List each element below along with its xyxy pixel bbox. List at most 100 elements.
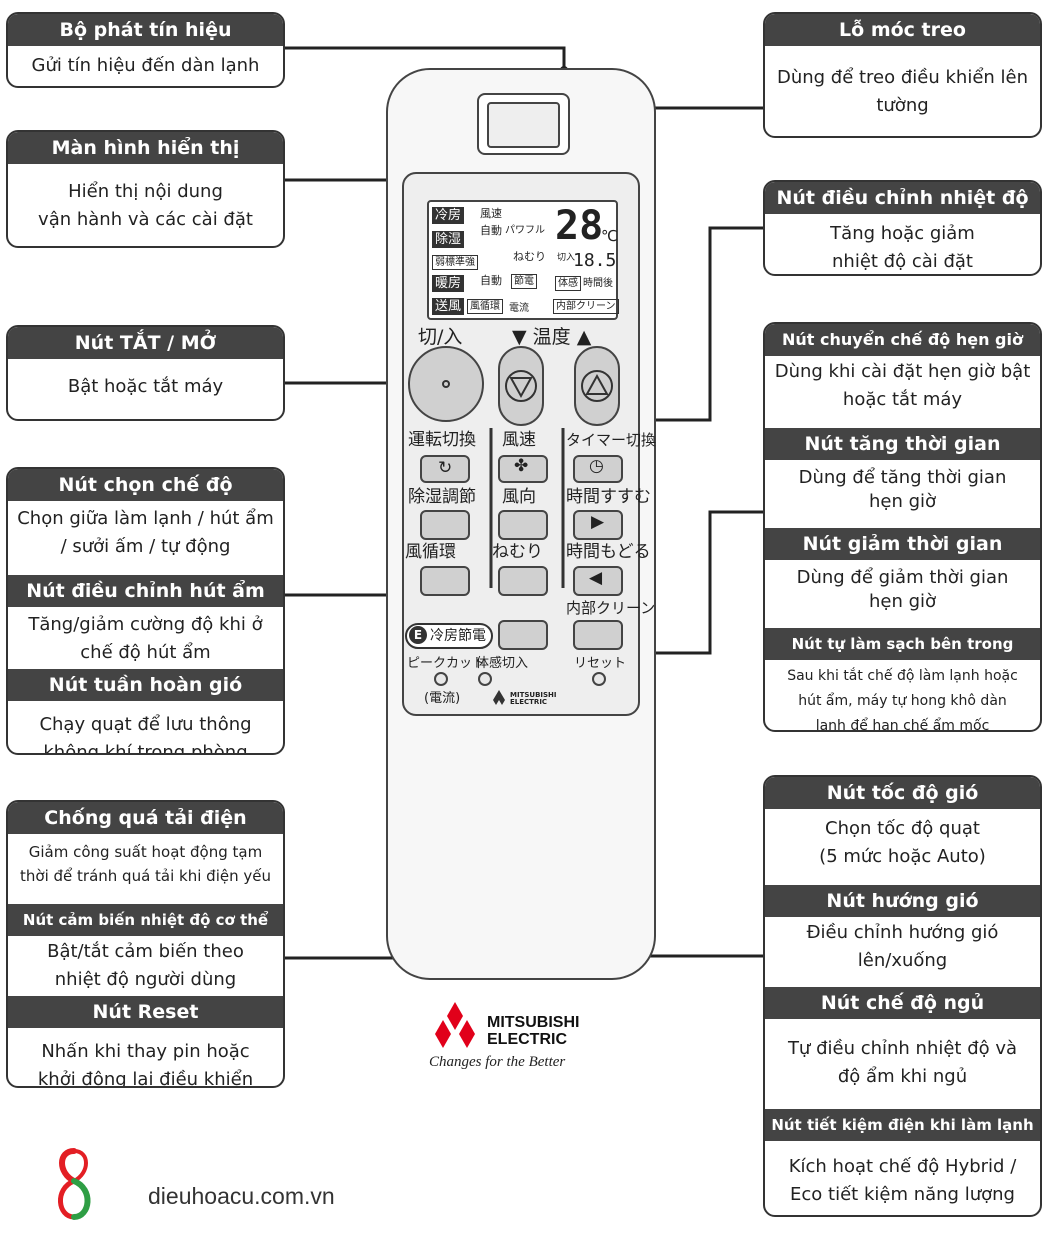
play-left-icon: ◀	[589, 568, 603, 588]
eco-cool-button[interactable]	[498, 620, 548, 650]
dehum-button[interactable]	[420, 510, 470, 540]
lcd-current: 電流	[509, 303, 529, 314]
callout-title-circulation: Nút tuần hoàn gió	[8, 669, 283, 701]
mitsubishi-logo: MITSUBISHI ELECTRIC Changes for the Bett…	[425, 1000, 605, 1080]
mini-diamond-logo-icon	[493, 690, 505, 705]
power-dot-icon	[442, 380, 450, 388]
peak-cut-label: ピークカット	[407, 656, 486, 671]
mini-brand-text: MITSUBISHI ELECTRIC	[510, 691, 557, 706]
clock-icon: ◷	[589, 456, 604, 476]
lcd-inner-clean: 内部クリーン	[553, 299, 619, 314]
direction-button-label: 風向	[502, 487, 536, 507]
callout-group-fan: Nút tốc độ gió Chọn tốc độ quạt(5 mức ho…	[763, 775, 1042, 1217]
triangle-down-icon	[505, 370, 537, 402]
mode-button[interactable]	[420, 455, 470, 483]
callout-title: Nút điều chỉnh nhiệt độ	[765, 182, 1040, 214]
panel-divider-left	[489, 428, 493, 588]
callout-desc-fan-speed: Chọn tốc độ quạt(5 mức hoặc Auto)	[819, 818, 986, 867]
fan-button-label: 風速	[502, 430, 536, 450]
lcd-off-on: 切入	[557, 253, 576, 263]
lcd-mode-weak: 弱標準強	[432, 255, 478, 270]
mode-cycle-icon: ↻	[438, 458, 453, 478]
line-giam-tg	[604, 510, 763, 655]
callout-title: Nút TẮT / MỞ	[8, 327, 283, 359]
lcd-fan-speed: 風速	[480, 207, 502, 220]
panel-divider-right	[561, 428, 565, 588]
direction-button[interactable]	[498, 510, 548, 540]
inner-clean-button[interactable]	[573, 620, 623, 650]
callout-title-mode: Nút chọn chế độ	[8, 469, 283, 501]
sleep-button[interactable]	[498, 566, 548, 596]
brand-name-line1: MITSUBISHI	[487, 1014, 580, 1031]
lcd-circ: 風循環	[467, 299, 503, 314]
callout-title-fan-speed: Nút tốc độ gió	[765, 777, 1040, 809]
site-logo-icon	[58, 1148, 91, 1220]
sleep-button-label: ねむり	[492, 542, 543, 562]
power-button-label: 切/入	[418, 326, 463, 348]
lcd-body: 体感	[555, 276, 581, 291]
lcd-mode-heat: 暖房	[432, 275, 465, 292]
circulation-button[interactable]	[420, 566, 470, 596]
lcd-timer-value: 18.5	[573, 250, 617, 271]
eco-button-label: 冷房節電	[430, 628, 486, 644]
temp-button-label: ▼ 温度 ▲	[512, 326, 592, 348]
reset-label: リセット	[574, 656, 627, 671]
callout-title-clean: Nút tự làm sạch bên trong	[765, 628, 1040, 660]
timer-button-label: タイマー切換	[566, 431, 657, 449]
lcd-hours-after: 時間後	[583, 278, 613, 289]
play-right-icon: ▶	[591, 512, 605, 532]
timer-mode-button[interactable]	[573, 455, 623, 483]
peak-cut-button[interactable]	[434, 672, 448, 686]
callout-title-body-sensor: Nút cảm biến nhiệt độ cơ thể	[8, 904, 283, 936]
callout-title-eco: Nút tiết kiệm điện khi làm lạnh	[765, 1109, 1040, 1141]
callout-title-dehum: Nút điều chỉnh hút ẩm	[8, 575, 283, 607]
three-diamonds-logo-icon	[435, 1002, 475, 1048]
callout-title-overload: Chống quá tải điện	[8, 802, 283, 834]
triangle-up-icon	[581, 370, 613, 402]
brand-name-line2: ELECTRIC	[487, 1031, 567, 1048]
time-down-button[interactable]	[573, 566, 623, 596]
callout-title-direction: Nút hướng gió	[765, 885, 1040, 917]
lcd-screen: 冷房 除湿 弱標準強 暖房 送風 風速 自動 パワフル ねむり 自動 節電 風循…	[427, 200, 619, 320]
callout-title-time-up: Nút tăng thời gian	[765, 428, 1040, 460]
body-sensor-button[interactable]	[478, 672, 492, 686]
fan-speed-button[interactable]	[498, 455, 548, 483]
callout-desc-mode: Chọn giữa làm lạnh / hút ẩm/ sưởi ấm / t…	[17, 508, 274, 557]
lcd-temperature: 28	[555, 203, 604, 249]
time-up-button-label: 時間すすむ	[566, 487, 651, 507]
reset-button[interactable]	[592, 672, 606, 686]
callout-desc: Bật hoặc tắt máy	[67, 376, 224, 397]
lcd-mode-cool: 冷房	[432, 207, 465, 224]
time-down-button-label: 時間もどる	[566, 542, 651, 562]
lcd-power: パワフル	[505, 225, 545, 236]
callout-group-mode: Nút chọn chế độ Chọn giữa làm lạnh / hút…	[6, 467, 285, 755]
body-sensor-label: 体感切入	[476, 656, 529, 671]
lcd-temp-unit: ℃	[601, 227, 618, 245]
callout-desc: Gửi tín hiệu đến dàn lạnh	[31, 55, 260, 76]
lcd-auto2: 自動	[480, 274, 502, 287]
callout-signal-emitter: Bộ phát tín hiệu Gửi tín hiệu đến dàn lạ…	[6, 12, 285, 88]
hanging-hole-inner	[487, 102, 560, 148]
current-label: (電流)	[424, 691, 461, 706]
callout-power-button: Nút TẮT / MỞ Bật hoặc tắt máy	[6, 325, 285, 421]
site-url[interactable]: dieuhoacu.com.vn	[148, 1183, 335, 1209]
lcd-mode-fan: 送風	[432, 298, 465, 315]
callout-group-timer: Nút chuyển chế độ hẹn giờ Dùng khi cài đ…	[763, 322, 1042, 732]
circ-button-label: 風循環	[405, 542, 456, 562]
time-up-button[interactable]	[573, 510, 623, 540]
mode-button-label: 運転切換	[408, 430, 476, 450]
